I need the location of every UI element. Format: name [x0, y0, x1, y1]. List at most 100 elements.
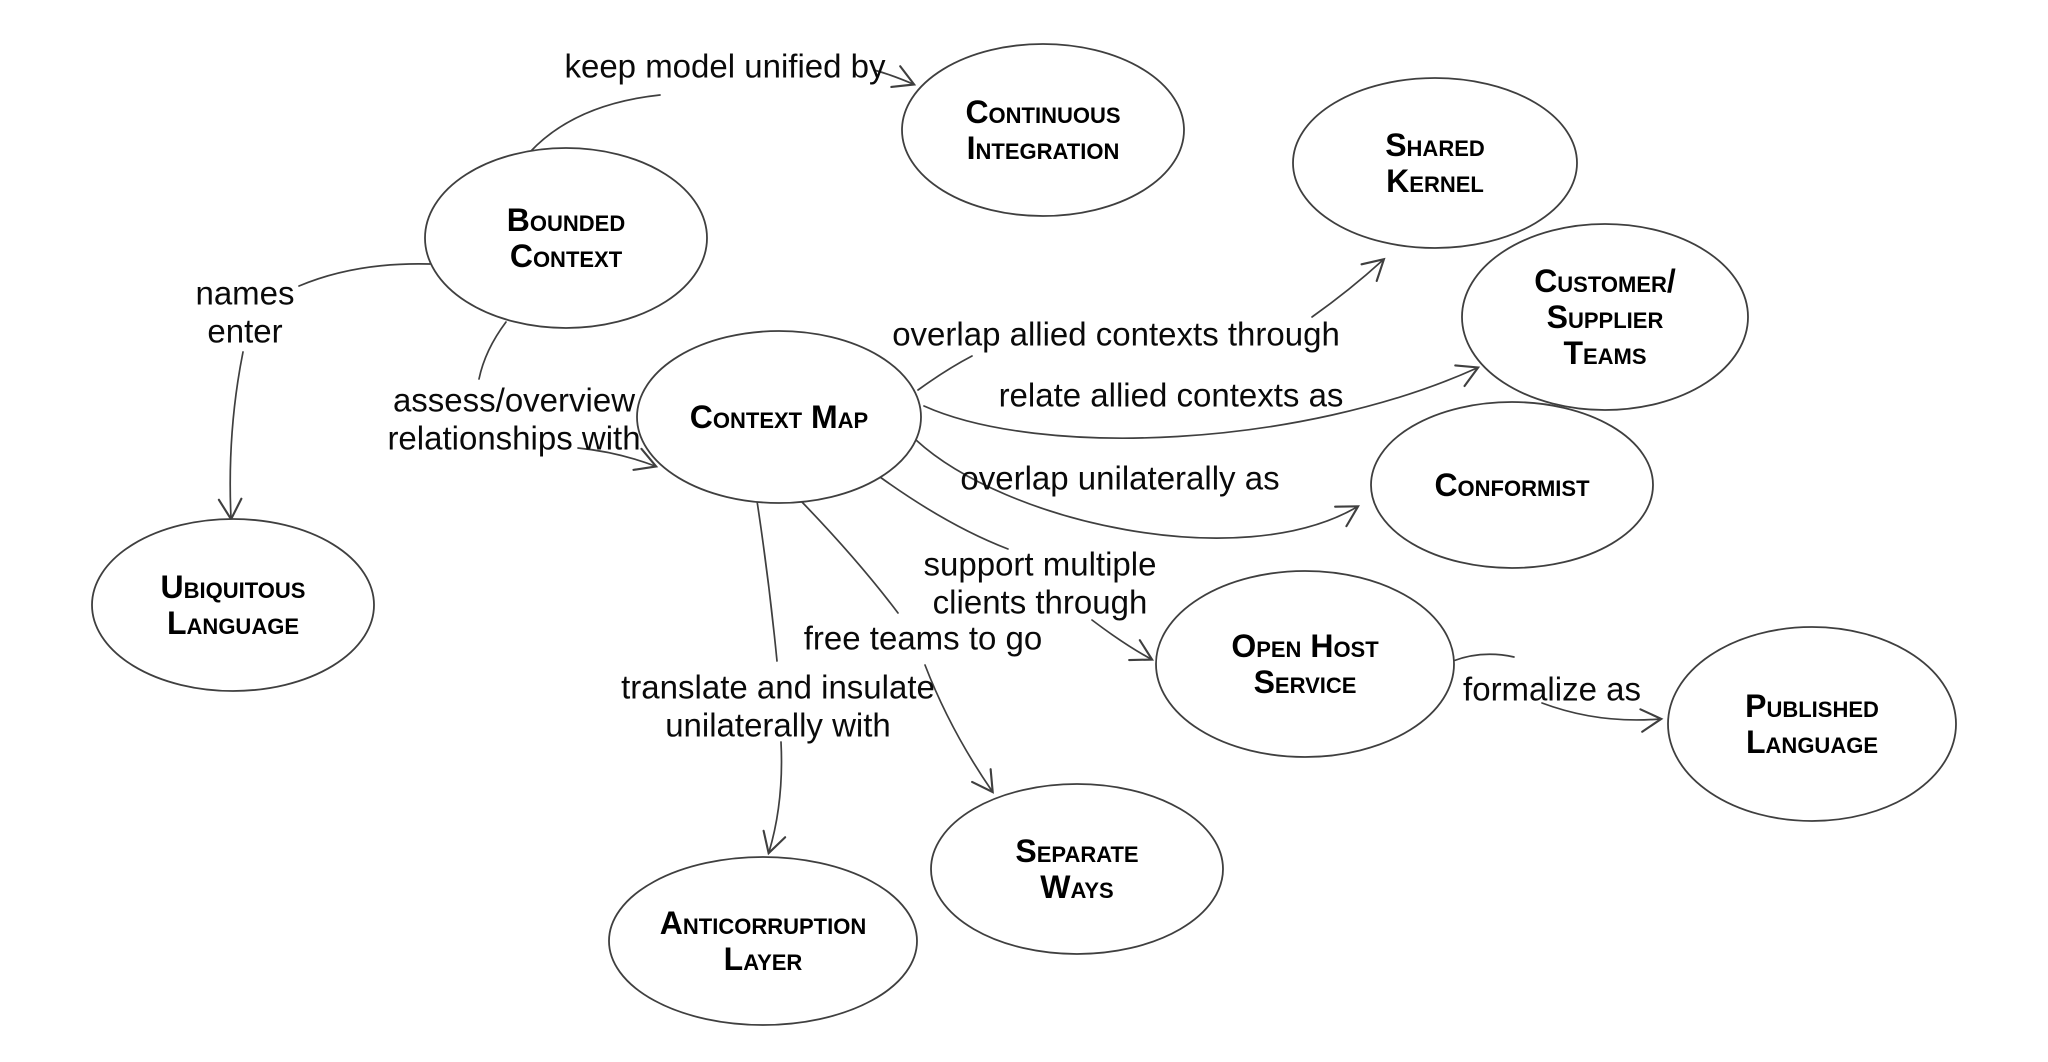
edge-overlap-allied-contexts-through-path-0 — [917, 355, 973, 391]
edge-formalize-as — [1452, 653, 1664, 733]
edge-free-teams-to-go-path-0 — [800, 500, 899, 614]
node-conformist: Conformist — [1370, 401, 1654, 569]
edge-names-enter-path-0 — [298, 262, 431, 287]
edge-overlap-unilaterally-as-path-0 — [915, 439, 1360, 539]
edge-translate-and-insulate-unilaterally-with-path-1 — [762, 741, 787, 856]
edge-keep-model-unified-by-path-0 — [529, 94, 661, 153]
context-map-ellipse — [636, 330, 922, 504]
edge-assess-overview-relationships-with-path-1 — [577, 447, 659, 471]
node-label-line: Separate — [1015, 833, 1138, 869]
edge-label-line: keep model unified by — [564, 48, 886, 85]
edge-label-line: assess/overview — [393, 382, 635, 419]
edge-label-line: translate and insulate — [621, 669, 935, 706]
open-host-service-ellipse — [1155, 570, 1455, 758]
conformist-label: Conformist — [1434, 467, 1590, 503]
edge-support-multiple-clients-through-path-1 — [1091, 619, 1155, 662]
edge-names-enter — [217, 262, 431, 522]
edge-translate-and-insulate-unilaterally-with — [756, 500, 787, 856]
node-label-line: Language — [1746, 724, 1878, 760]
edge-relate-allied-contexts-as-path-0 — [923, 364, 1481, 439]
published-language-ellipse — [1667, 626, 1957, 822]
node-label-line: Ways — [1040, 869, 1113, 905]
bounded-context-ellipse — [424, 147, 708, 329]
edge-label-line: overlap unilaterally as — [960, 460, 1279, 497]
customer-supplier-teams-ellipse — [1461, 223, 1749, 411]
ubiquitous-language-ellipse — [91, 518, 375, 692]
edge-label-line: relationships with — [387, 420, 640, 457]
node-label-line: Kernel — [1386, 163, 1484, 199]
edge-translate-and-insulate-unilaterally-with-path-0 — [756, 500, 778, 662]
edge-assess-overview-relationships-with — [478, 321, 659, 471]
edge-keep-model-unified-by — [529, 65, 917, 153]
edge-support-multiple-clients-through — [879, 476, 1155, 662]
separate-ways-ellipse — [930, 783, 1224, 955]
edge-relate-allied-contexts-as-label: relate allied contexts as — [999, 377, 1344, 414]
node-label-line: Open Host — [1231, 628, 1379, 664]
edge-label-line: clients through — [933, 584, 1148, 621]
edge-label-line: support multiple — [924, 546, 1157, 583]
node-label-line: Ubiquitous — [161, 569, 306, 605]
edges-layer — [217, 65, 1664, 856]
edge-names-enter-path-1 — [217, 351, 244, 522]
edge-free-teams-to-go-path-1 — [924, 664, 994, 794]
node-label-line: Continuous — [965, 94, 1120, 130]
continuous-integration-ellipse — [901, 43, 1185, 217]
edge-support-multiple-clients-through-path-0 — [879, 476, 1009, 550]
edge-keep-model-unified-by-path-1 — [873, 65, 917, 89]
edge-free-teams-to-go — [800, 500, 994, 794]
node-label-line: Supplier — [1547, 299, 1664, 335]
edge-formalize-as-label: formalize as — [1463, 671, 1641, 708]
edge-overlap-allied-contexts-through — [917, 257, 1386, 391]
edge-overlap-unilaterally-as — [915, 439, 1360, 539]
node-label-line: Published — [1745, 688, 1879, 724]
edge-label-line: overlap allied contexts through — [892, 316, 1340, 353]
node-label-line: Conformist — [1434, 467, 1590, 503]
edge-label-line: names — [195, 275, 294, 312]
node-label-line: Service — [1254, 664, 1357, 700]
edge-free-teams-to-go-label: free teams to go — [804, 620, 1042, 657]
edge-label-line: enter — [207, 313, 282, 350]
edge-label-line: relate allied contexts as — [999, 377, 1344, 414]
edge-label-line: unilaterally with — [665, 707, 891, 744]
edge-label-line: free teams to go — [804, 620, 1042, 657]
edge-overlap-allied-contexts-through-path-1 — [1311, 257, 1386, 318]
node-label-line: Shared — [1385, 127, 1485, 163]
shared-kernel-ellipse — [1292, 77, 1578, 249]
edge-overlap-allied-contexts-through-label: overlap allied contexts through — [892, 316, 1340, 353]
edge-keep-model-unified-by-label: keep model unified by — [564, 48, 886, 85]
node-label-line: Anticorruption — [660, 905, 866, 941]
node-label-line: Bounded — [507, 202, 625, 238]
edge-label-line: formalize as — [1463, 671, 1641, 708]
context-map-label: Context Map — [690, 399, 868, 435]
node-label-line: Integration — [967, 130, 1120, 166]
edge-formalize-as-path-0 — [1452, 653, 1515, 662]
node-label-line: Context Map — [690, 399, 868, 435]
edge-relate-allied-contexts-as — [923, 364, 1481, 439]
anticorruption-layer-ellipse — [608, 856, 918, 1026]
conformist-ellipse — [1370, 401, 1654, 569]
edge-formalize-as-path-1 — [1541, 702, 1664, 733]
